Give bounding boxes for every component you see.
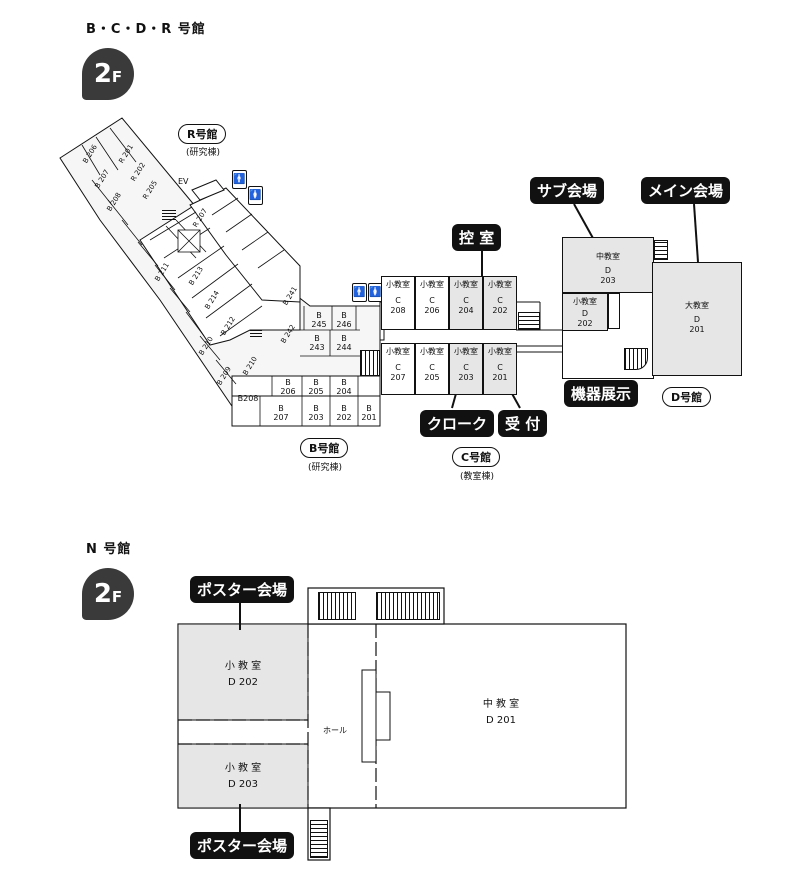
room-b243: B 243 <box>309 334 325 352</box>
b-r-wing-outline <box>59 117 699 427</box>
stairs-b <box>360 350 380 376</box>
room-n-d201-type: 中 教 室 <box>482 699 520 710</box>
restroom-icon: 🚺 <box>368 283 383 302</box>
callout-poster-bottom: ポスター会場 <box>190 832 295 859</box>
callout-reception: 受 付 <box>498 410 548 437</box>
room-b203: B 203 <box>308 404 324 422</box>
room-n-d203-type: 小 教 室 <box>224 763 262 774</box>
room-b201: B 201 <box>361 404 377 422</box>
stairs-n-bottom <box>310 820 328 858</box>
callout-poster-top: ポスター会場 <box>190 576 295 603</box>
room-n-d203-code: D 203 <box>228 779 258 790</box>
callout-waiting-room: 控 室 <box>452 224 502 251</box>
floor-number: 2 <box>93 59 112 89</box>
bottom-map-heading: N 号館 <box>86 542 132 557</box>
room-n-d202-code: D 202 <box>228 677 258 688</box>
building-b-note: (研究棟) <box>308 463 343 473</box>
callout-main-hall: メイン会場 <box>641 177 731 204</box>
elevator-label: EV <box>178 177 189 186</box>
room-n-d201-code: D 201 <box>486 715 516 726</box>
floor-suffix: F <box>111 588 123 606</box>
hall-label: ホール <box>323 726 347 735</box>
room-n-d202-type: 小 教 室 <box>224 661 262 672</box>
room-b208: B208 <box>237 394 259 403</box>
restroom-icon: 🚺 <box>248 186 263 205</box>
room-b244: B 244 <box>336 334 352 352</box>
floor-number: 2 <box>93 579 112 609</box>
room-b202: B 202 <box>336 404 352 422</box>
building-r-label: R号館 <box>178 124 227 144</box>
callout-sub-hall: サブ会場 <box>530 177 605 204</box>
building-b-label: B号館 <box>300 438 349 458</box>
room-b206: B 206 <box>280 378 296 396</box>
stairs-n-right <box>376 592 440 620</box>
building-d-label: D号館 <box>662 387 712 407</box>
callout-cloak: クローク <box>420 410 495 437</box>
stairs-c <box>518 312 540 330</box>
floor-suffix: F <box>111 68 123 86</box>
d-core <box>608 293 620 329</box>
stairs-d-top <box>654 240 668 260</box>
restroom-icon: 🚹 <box>232 170 247 189</box>
top-map-heading: B・C・D・R 号館 <box>86 22 206 37</box>
building-r-note: (研究棟) <box>186 148 221 158</box>
room-b245: B 245 <box>311 311 327 329</box>
callout-equipment: 機器展示 <box>564 380 639 407</box>
room-b204: B 204 <box>336 378 352 396</box>
building-c-label: C号館 <box>452 447 501 467</box>
room-b246: B 246 <box>336 311 352 329</box>
stairs-d-bottom <box>624 348 648 370</box>
stairs-n-left <box>318 592 356 620</box>
building-c-note: (教室棟) <box>460 472 495 482</box>
room-b207: B 207 <box>273 404 289 422</box>
restroom-icon: 🚹 <box>352 283 367 302</box>
room-b205: B 205 <box>308 378 324 396</box>
